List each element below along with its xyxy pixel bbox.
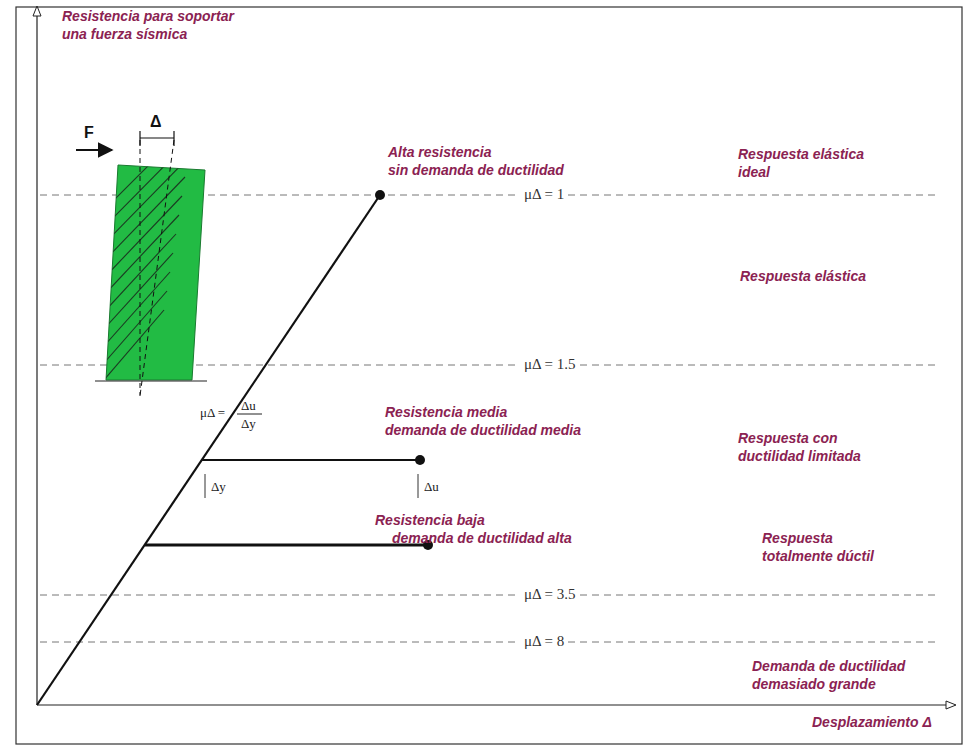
crack [104, 272, 170, 346]
response-label: Respuesta con [738, 430, 838, 447]
response-label: totalmente dúctil [762, 548, 874, 565]
ductility-level: μΔ = 1.5 [520, 356, 580, 373]
y-axis-head [33, 6, 41, 16]
x-axis-head [946, 701, 956, 709]
fraction-bar [237, 414, 262, 415]
response-label: Respuesta elástica [738, 146, 864, 163]
x-axis [37, 704, 948, 705]
ductility-level: μΔ = 8 [520, 633, 568, 650]
force-label: F [84, 124, 94, 141]
crack [104, 177, 185, 261]
low-plateau [145, 544, 428, 547]
case-label: demanda de ductilidad alta [392, 530, 572, 547]
axis-title: Desplazamiento Δ [812, 714, 932, 731]
ticks [205, 474, 418, 498]
wall-cracks [104, 120, 194, 380]
crack [104, 120, 194, 210]
wall-base [95, 380, 207, 381]
response-label: demasiado grande [752, 676, 876, 693]
force-arrow [76, 149, 112, 151]
ductility-level: μΔ = 3.5 [520, 586, 580, 603]
y-axis [36, 14, 37, 705]
tick-label: Δy [211, 478, 226, 495]
case-label: Resistencia media [385, 404, 507, 421]
end-dot [375, 190, 385, 200]
crack [104, 158, 188, 244]
delta-bracket [140, 131, 174, 146]
crack [104, 253, 173, 329]
case-label: Resistencia baja [375, 512, 485, 529]
crack [104, 139, 191, 227]
response-label: ductilidad limitada [738, 448, 861, 465]
case-label: sin demanda de ductilidad [388, 162, 564, 179]
response-label: Respuesta [762, 530, 833, 547]
formula: μΔ = [200, 405, 225, 420]
medium-plateau [202, 459, 420, 461]
formula-denominator: Δy [241, 416, 256, 431]
crack [104, 234, 176, 312]
elastic-line [37, 195, 380, 705]
case-label: demanda de ductilidad media [385, 422, 581, 439]
crack [104, 196, 182, 278]
crack [104, 215, 179, 295]
response-label: Demanda de ductilidad [752, 658, 905, 675]
axis-title: una fuerza sísmica [62, 26, 187, 43]
frame [16, 7, 962, 744]
tick-label: Δu [424, 478, 439, 495]
deformed-axis [140, 140, 174, 396]
formula-numerator: Δu [241, 398, 256, 413]
ductility-level: μΔ = 1 [520, 186, 568, 203]
response-label: ideal [738, 164, 770, 181]
response-label: Respuesta elástica [740, 268, 866, 285]
end-dot [415, 455, 425, 465]
wall-axis [140, 140, 141, 396]
axis-title: Resistencia para soportar [62, 8, 234, 25]
crack [104, 310, 164, 380]
case-label: Alta resistencia [388, 144, 492, 161]
displacement-label: Δ [150, 113, 162, 130]
